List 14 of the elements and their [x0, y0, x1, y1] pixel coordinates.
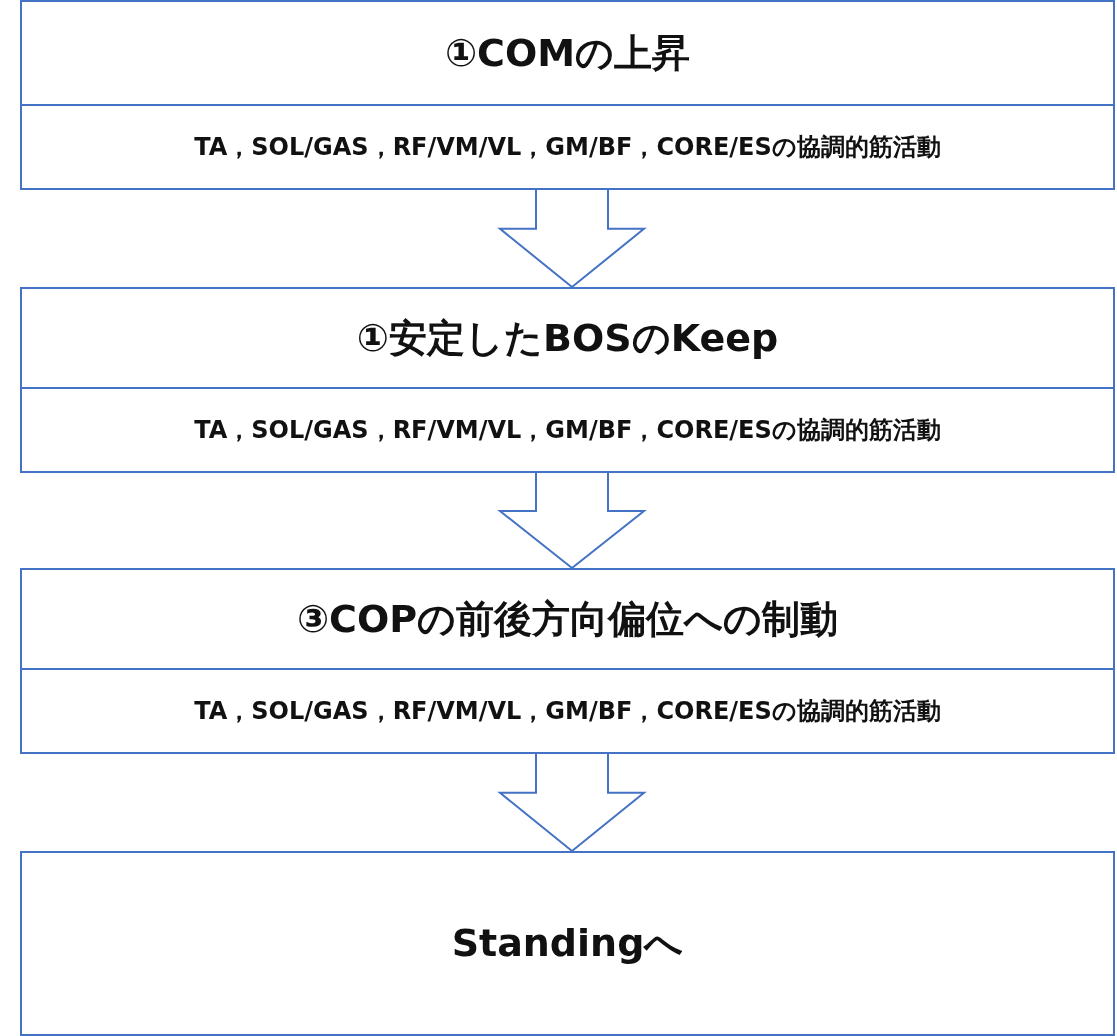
box-heading: Standingへ: [451, 920, 684, 967]
box-text: TA，SOL/GAS，RF/VM/VL，GM/BF，CORE/ESの協調的筋活動: [194, 132, 941, 163]
box-text: TA，SOL/GAS，RF/VM/VL，GM/BF，CORE/ESの協調的筋活動: [194, 415, 941, 446]
block-arrow: [497, 472, 647, 570]
block-arrow: [497, 753, 647, 853]
block-arrow: [497, 189, 647, 289]
process-box: [20, 287, 1115, 473]
process-box: [20, 568, 1115, 754]
box-heading: ①安定したBOSのKeep: [356, 314, 779, 362]
process-box: [20, 851, 1115, 1036]
box-heading: ③COPの前後方向偏位への制動: [296, 595, 839, 643]
process-box: [20, 0, 1115, 190]
box-text: TA，SOL/GAS，RF/VM/VL，GM/BF，CORE/ESの協調的筋活動: [194, 696, 941, 727]
box-heading: ①COMの上昇: [444, 29, 691, 77]
